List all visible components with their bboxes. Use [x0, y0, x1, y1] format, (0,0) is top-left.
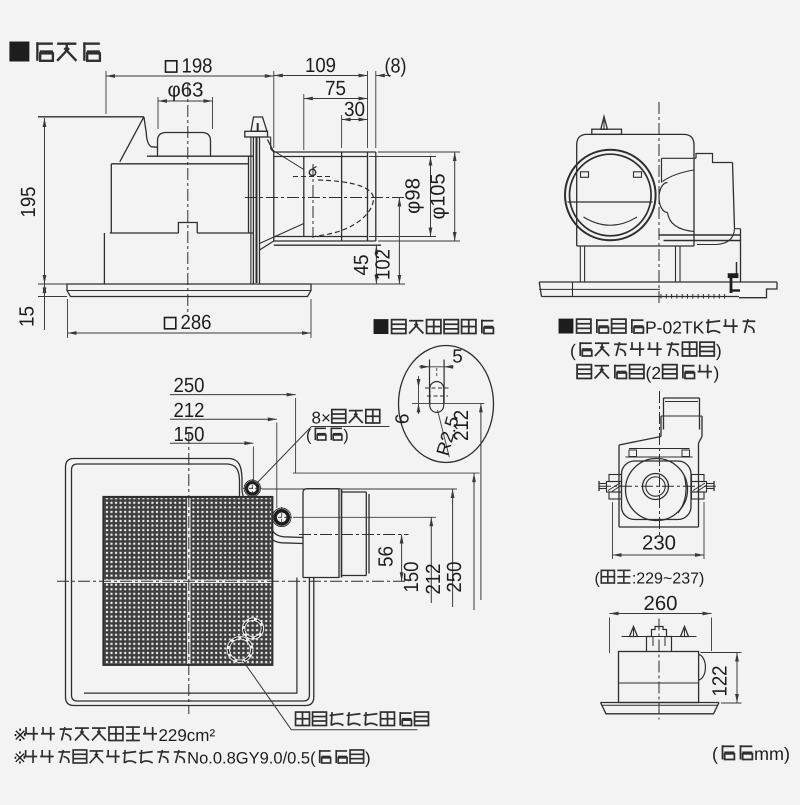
svg-text:8×: 8×	[312, 409, 331, 428]
svg-text:230: 230	[642, 532, 676, 555]
svg-text:250: 250	[174, 374, 205, 397]
svg-text:6: 6	[393, 414, 414, 425]
svg-text:56: 56	[375, 546, 398, 567]
svg-text:30: 30	[344, 98, 365, 121]
svg-text:250: 250	[443, 562, 466, 593]
svg-text:229cm²: 229cm²	[158, 726, 215, 745]
svg-text:15: 15	[16, 306, 39, 327]
svg-text:): )	[343, 428, 348, 445]
svg-text:): )	[365, 750, 371, 768]
svg-text:P-02TK: P-02TK	[645, 318, 705, 338]
svg-text:198: 198	[182, 55, 213, 78]
svg-text:※: ※	[13, 726, 27, 745]
svg-text:φ63: φ63	[168, 79, 204, 102]
svg-text:195: 195	[17, 187, 40, 218]
svg-text:(: (	[712, 744, 718, 764]
svg-text:45: 45	[350, 255, 373, 276]
svg-text:(2: (2	[646, 363, 662, 383]
svg-text:φ98: φ98	[402, 178, 425, 214]
svg-text:5: 5	[452, 347, 463, 368]
svg-text:): )	[714, 363, 720, 383]
svg-text:212: 212	[422, 564, 445, 595]
svg-text:): )	[716, 341, 722, 361]
svg-text:109: 109	[305, 54, 336, 77]
svg-text::229~237): :229~237)	[632, 571, 705, 588]
svg-text:(: (	[306, 428, 312, 445]
svg-text:No.0.8GY9.0/0.5(: No.0.8GY9.0/0.5(	[187, 750, 316, 768]
svg-text:212: 212	[450, 410, 473, 441]
svg-text:122: 122	[709, 666, 732, 697]
svg-text:102: 102	[372, 249, 395, 280]
svg-text:150: 150	[400, 562, 423, 593]
svg-text:260: 260	[644, 592, 678, 615]
svg-text:(8): (8)	[385, 55, 407, 78]
svg-text:212: 212	[174, 399, 205, 422]
svg-text:75: 75	[325, 77, 346, 100]
svg-text:286: 286	[181, 311, 212, 334]
svg-text:(: (	[570, 341, 576, 361]
svg-text:(: (	[595, 571, 601, 588]
svg-text:mm): mm)	[754, 744, 790, 764]
svg-text:φ105: φ105	[427, 174, 450, 220]
svg-text:※: ※	[13, 750, 27, 768]
